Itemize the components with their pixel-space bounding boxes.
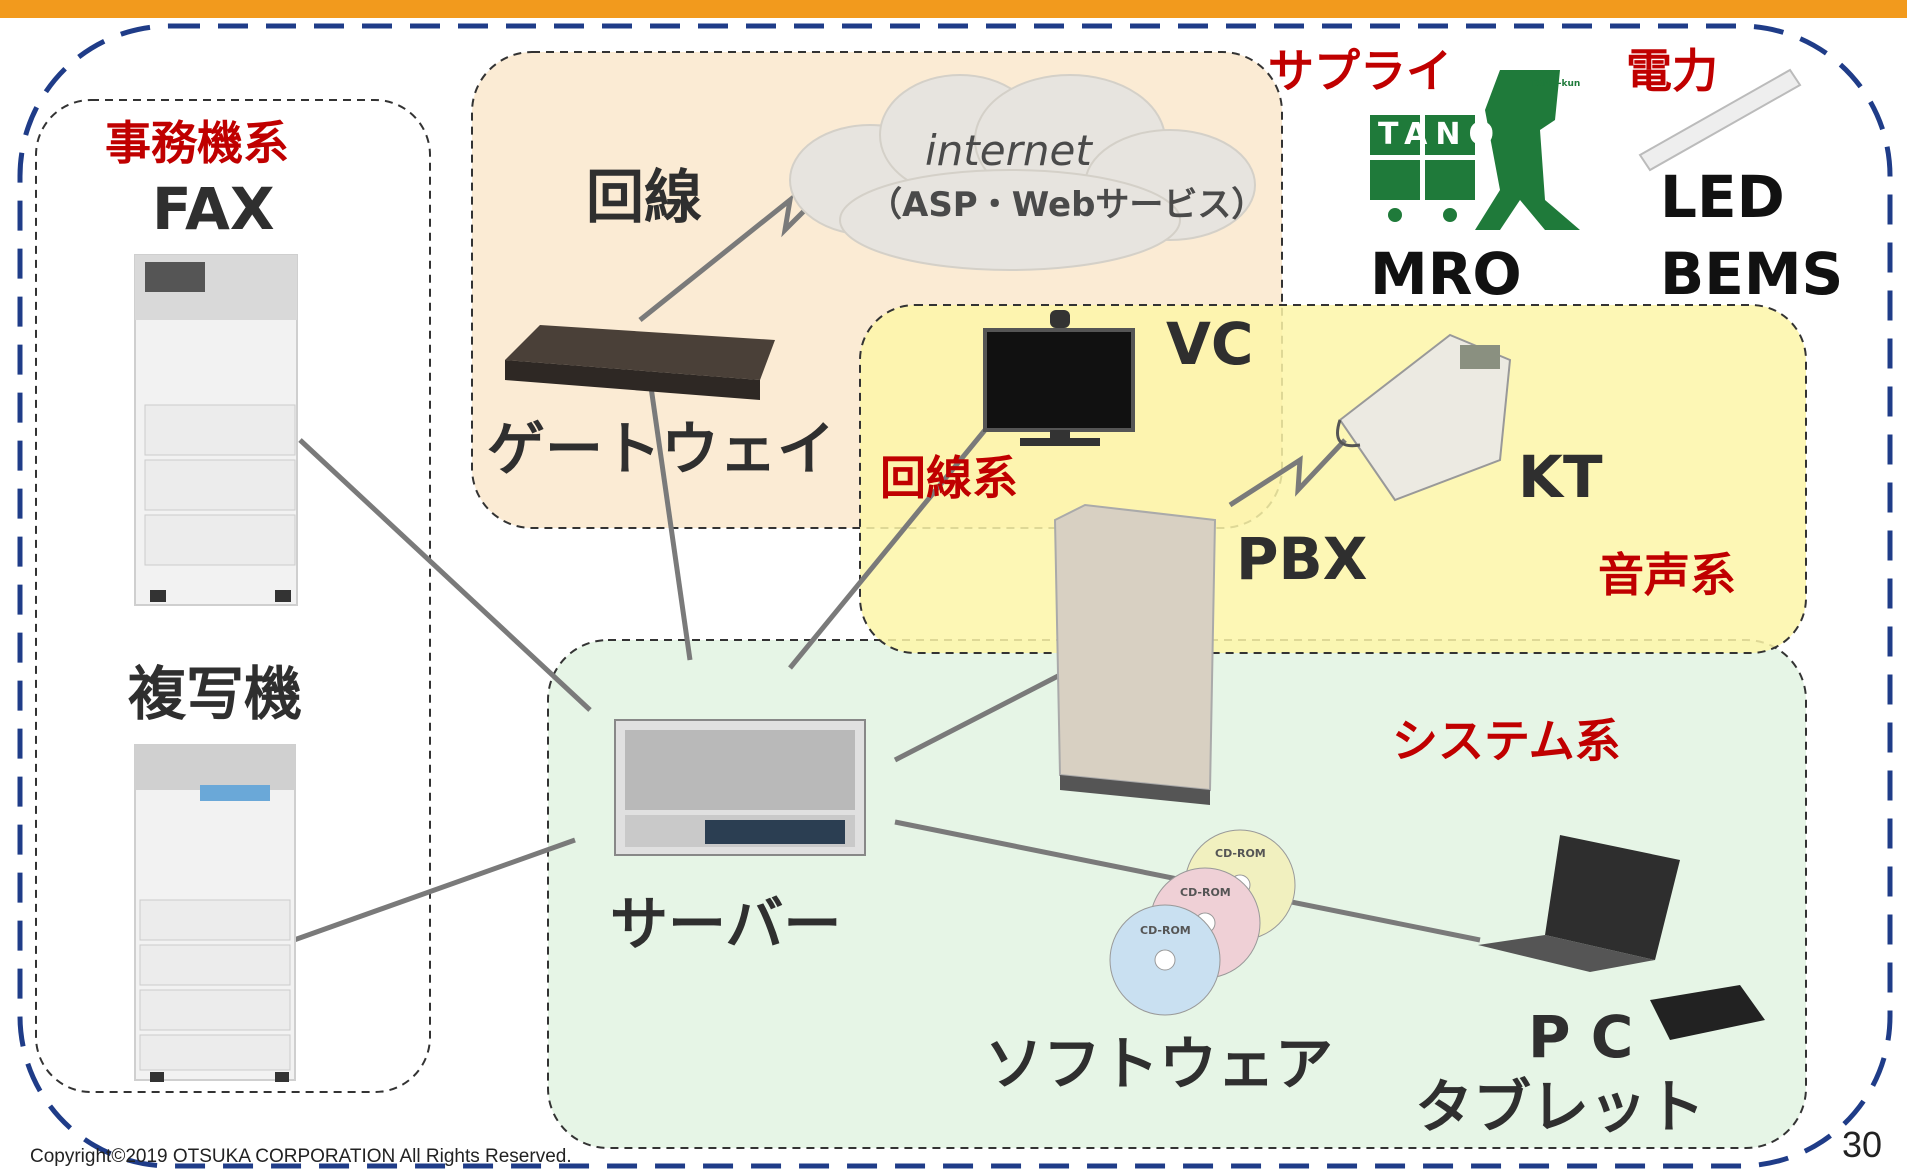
gateway-image xyxy=(505,325,775,400)
tablet-label: タブレット xyxy=(1415,1073,1706,1141)
server-label: サーバー xyxy=(610,890,842,958)
bems-label: BEMS xyxy=(1660,240,1844,308)
copier-label: 複写機 xyxy=(128,660,303,728)
cd-rom-stack-image xyxy=(1109,829,1296,1016)
office-region xyxy=(35,99,431,1093)
copier-image xyxy=(134,744,296,1082)
mro-label: MRO xyxy=(1370,240,1522,308)
kt-label: KT xyxy=(1518,443,1603,511)
power-label: 電力 xyxy=(1626,44,1718,98)
link-copier-server xyxy=(279,837,576,948)
internet-title: internet xyxy=(925,126,1092,175)
vc-monitor-image xyxy=(983,310,1135,446)
supply-label: サプライ xyxy=(1268,44,1452,98)
vc-label: VC xyxy=(1166,310,1254,378)
server-image xyxy=(614,719,866,856)
internet-subtitle: （ASP・Webサービス） xyxy=(868,185,1266,225)
top-accent-bar xyxy=(0,0,1907,18)
fax-label: FAX xyxy=(152,175,275,243)
link-pbx-kt xyxy=(1228,438,1347,508)
pbx-cabinet-image xyxy=(1053,503,1217,805)
pc-tablet-image xyxy=(1478,835,1765,1040)
internet-cloud xyxy=(789,74,1256,271)
link-fax-server xyxy=(298,438,592,712)
category-voice: 音声系 xyxy=(1598,548,1736,602)
software-label: ソフトウェア xyxy=(985,1030,1334,1098)
cd-label-3: CD-ROM xyxy=(1140,924,1191,937)
link-server-gateway xyxy=(647,379,693,661)
fax-machine-image xyxy=(134,254,298,606)
tano-logo-text: TANO xyxy=(1378,117,1502,152)
category-line: 回線系 xyxy=(880,451,1018,505)
page-number: 30 xyxy=(1842,1124,1883,1165)
copyright-text: Copyright©2019 OTSUKA CORPORATION All Ri… xyxy=(30,1146,572,1167)
link-server-pbx xyxy=(893,672,1062,763)
link-server-vc xyxy=(788,428,987,670)
kt-telephone-image xyxy=(1336,333,1512,502)
outer-boundary xyxy=(17,23,1893,1169)
category-system: システム系 xyxy=(1392,714,1621,768)
cd-label-1: CD-ROM xyxy=(1215,847,1266,860)
pc-label: P C xyxy=(1528,1003,1634,1071)
gateway-label: ゲートウェイ xyxy=(487,415,836,483)
line-label: 回線 xyxy=(586,163,703,231)
cd-label-2: CD-ROM xyxy=(1180,886,1231,899)
pbx-label: PBX xyxy=(1236,525,1368,593)
tano-logo-small-text: TANO-kun xyxy=(1530,79,1581,89)
tano-logo xyxy=(1370,70,1580,230)
led-tube-image xyxy=(1638,68,1802,172)
led-label: LED xyxy=(1660,163,1785,231)
category-office: 事務機系 xyxy=(105,116,289,170)
